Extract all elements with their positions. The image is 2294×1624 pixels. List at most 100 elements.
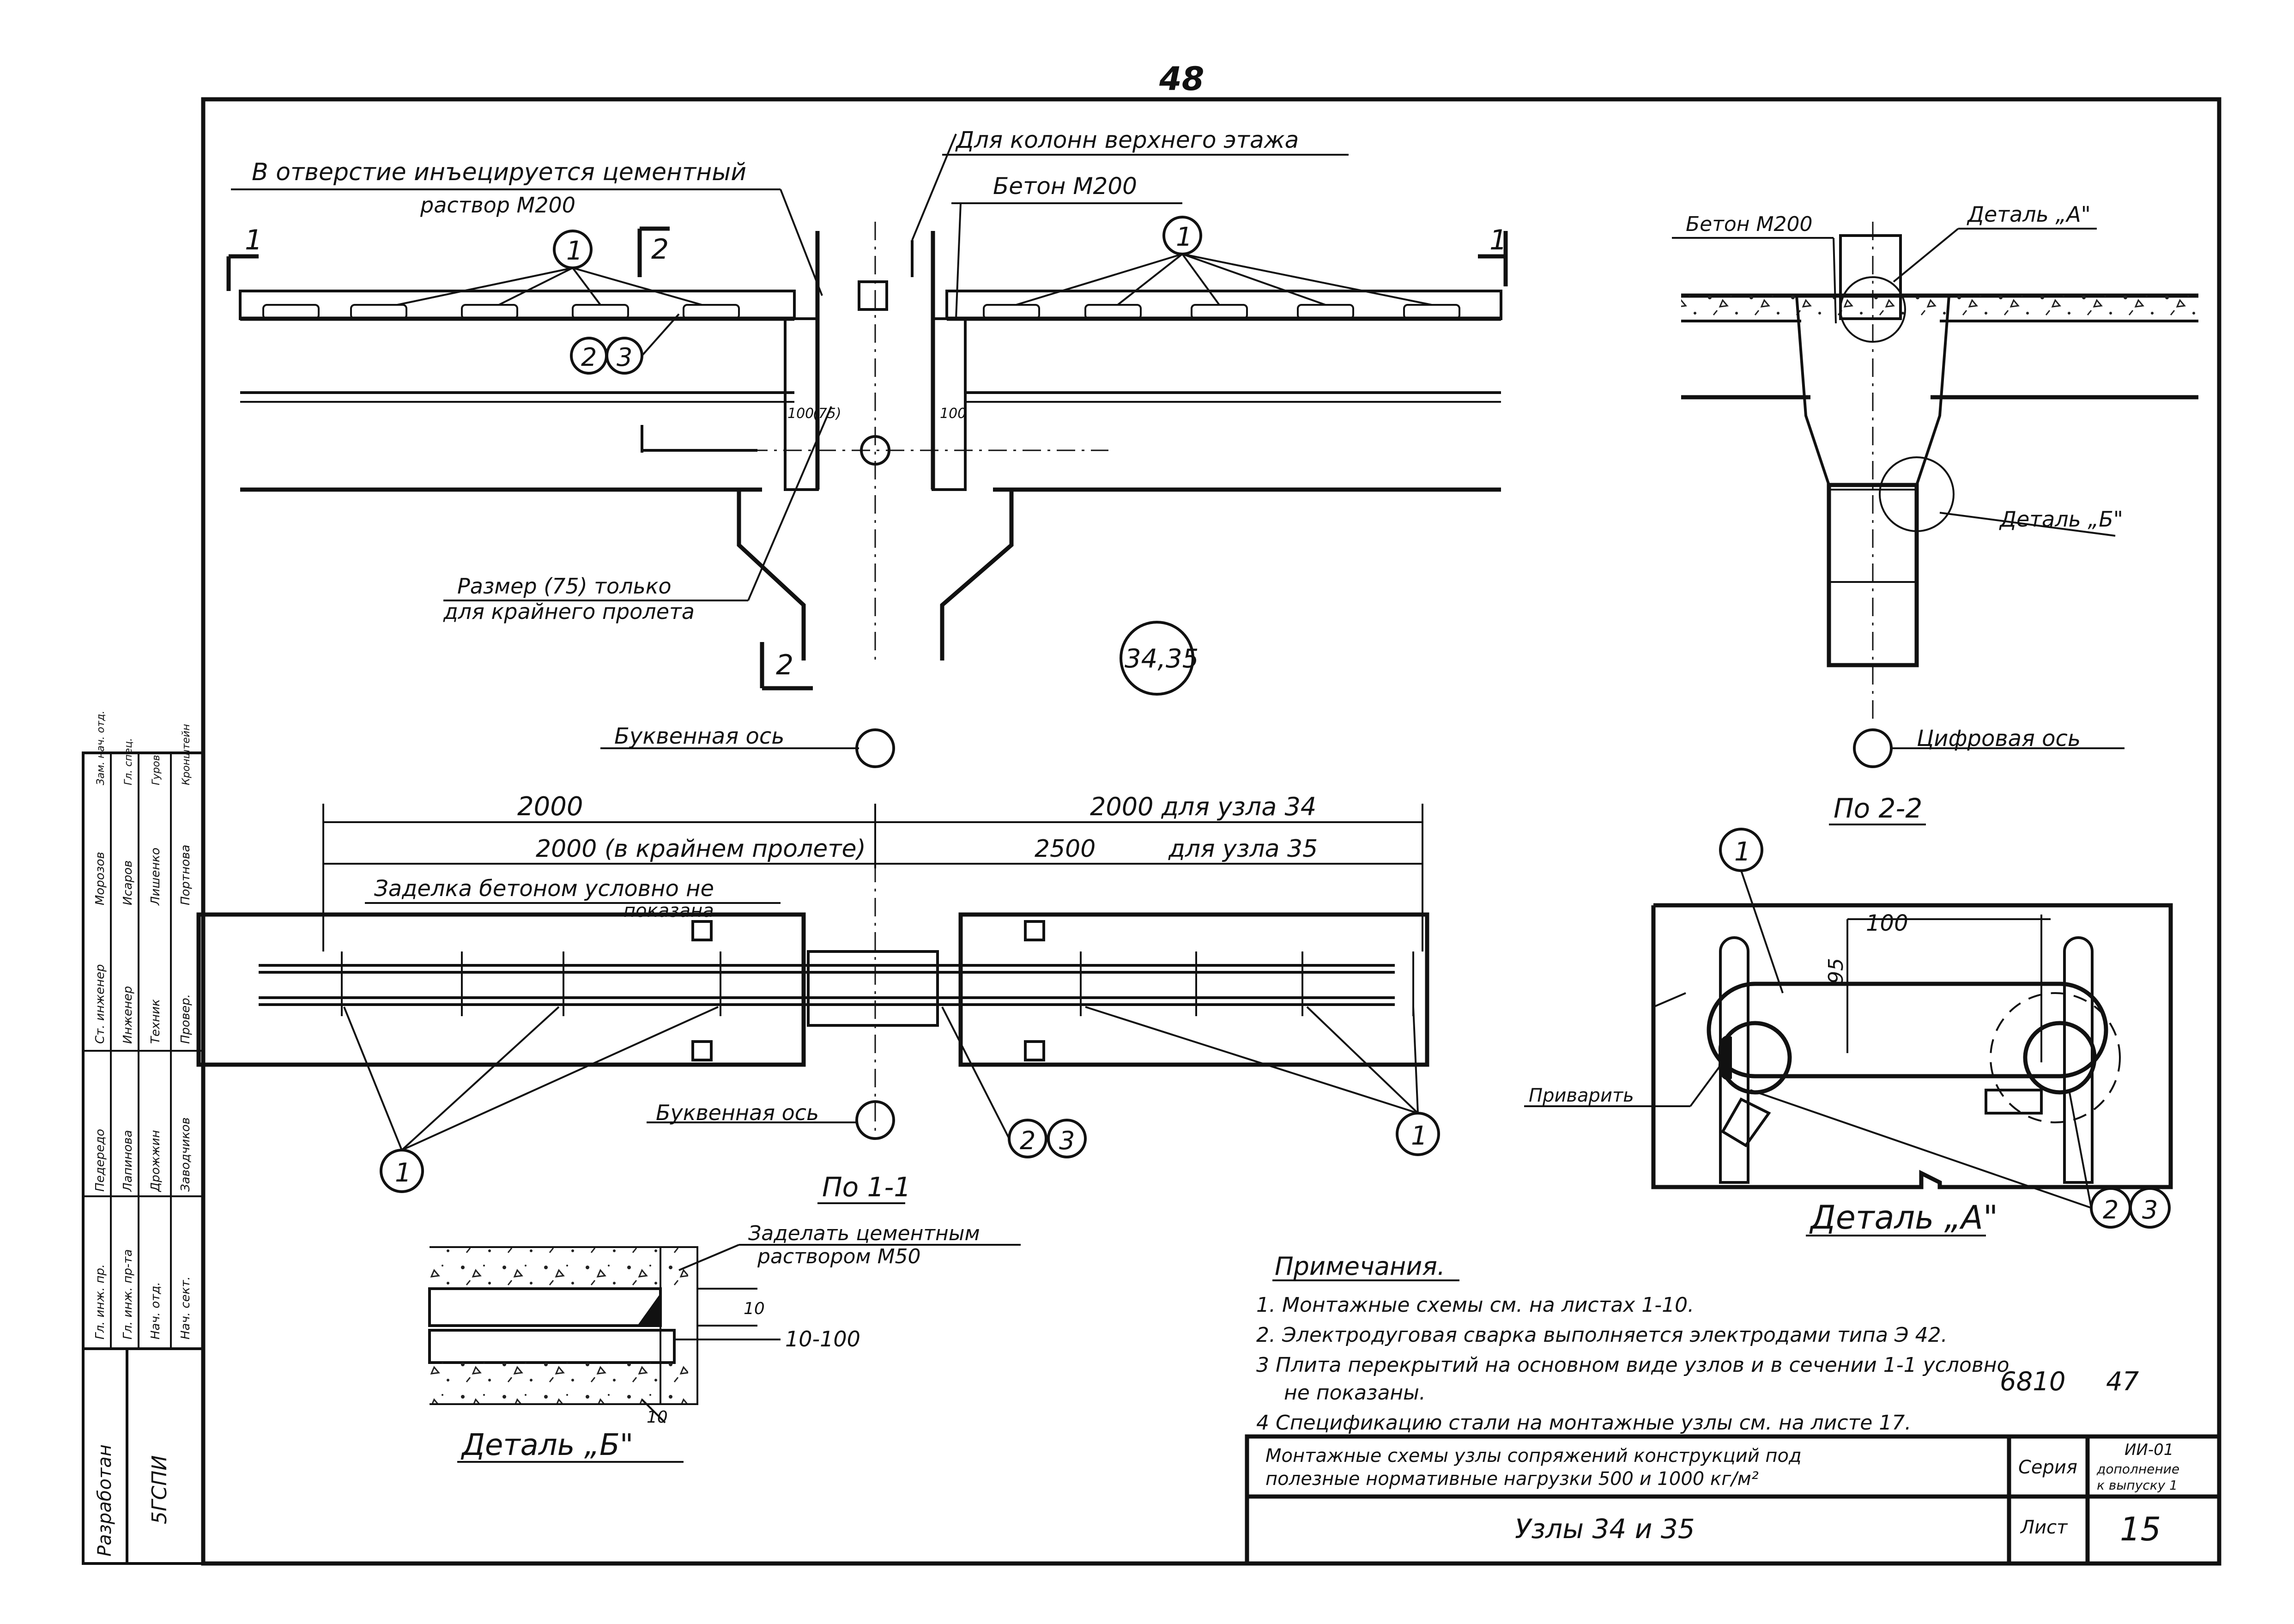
title-description-line1: Монтажные схемы узлы сопряжений конструк… (1265, 1445, 1802, 1466)
concrete-leader (955, 203, 962, 319)
notes-title: Примечания. (1275, 1252, 1445, 1281)
concrete-label-elevation: Бетон М200 (993, 173, 1137, 200)
detail-b-bubble (1879, 456, 1955, 532)
callout-1-left-label: 1 (566, 236, 583, 266)
title-series-value-1: ИИ-01 (2125, 1441, 2173, 1459)
detail-a-weld-label: Приварить (1529, 1085, 1634, 1106)
detail-b-view: Заделать цементным раствором М50 10 10-1… (428, 1222, 1021, 1463)
column-outline (737, 231, 1014, 661)
plan-dim-bottom-right: для узла 35 (1168, 835, 1318, 863)
detail-a-bar-loop (1707, 982, 2108, 1079)
title-sheet-label: Лист (2020, 1517, 2068, 1538)
stamp-name-3: Дрожжин (149, 1130, 163, 1192)
callout-1-right-label: 1 (1176, 222, 1192, 252)
letter-axis-bubble-elevation (855, 728, 895, 768)
section-mark-1-right (1478, 231, 1508, 286)
detail-a-bar-right (2023, 1021, 2097, 1095)
plan-grout-note-line1: Заделка бетоном условно не (374, 876, 714, 902)
detail-a-weld (1718, 1035, 1732, 1080)
injection-note-line1: В отверстие инъецируется цементный (252, 158, 746, 186)
injection-leader (780, 189, 823, 296)
detail-b-plate-upper (428, 1287, 662, 1327)
section-2-2-caption: По 2-2 (1834, 793, 1922, 824)
side-stamp: Разработан 5ГСПИ Гл. инж. пр. Гл. инж. п… (82, 711, 205, 1565)
title-series-label: Серия (2018, 1457, 2077, 1478)
plan-bars (259, 964, 1395, 1006)
title-nodes: Узлы 34 и 35 (1515, 1513, 1695, 1545)
section-2-2-joint-concrete (1795, 294, 1951, 486)
detail-b-grout-line2: раствором М50 (757, 1245, 921, 1268)
plan-letter-axis-label: Буквенная ось (656, 1100, 819, 1125)
notes-item-3: 3 Плита перекрытий на основном виде узло… (1256, 1353, 2010, 1377)
stamp-developed-by: Разработан (94, 1444, 115, 1557)
right-beam-end (932, 317, 967, 491)
size-note-line1: Размер (75) только (457, 574, 672, 599)
detail-a-dim-95: 95 (1824, 958, 1848, 984)
detail-b-dim-10-100: 10-100 (785, 1327, 860, 1351)
stamp-name-4: Заводчиков (179, 1117, 193, 1192)
stamp-role-8: Провер. (179, 994, 193, 1044)
page-number: 48 (1159, 60, 1204, 98)
dim-100-left: 100 (787, 406, 814, 422)
break-mark-left (641, 425, 757, 453)
plan-dim-top-right: 2000 для узла 34 (1090, 792, 1316, 821)
section-mark-2-bottom-label: 2 (776, 649, 793, 681)
plan-dimension-lines (322, 804, 1423, 951)
section-mark-1-left-label: 1 (245, 224, 262, 256)
plan-callout-1-left-leaders (343, 1006, 719, 1151)
plan-joint-grout (807, 950, 939, 1027)
plan-stirrups (341, 951, 1414, 1016)
stamp-role-7: Техник (149, 999, 163, 1044)
stamp-role-4: Нач. сект. (179, 1276, 193, 1339)
section-mark-2-top-label: 2 (651, 233, 669, 266)
stamp-name-10: Кронштейн (181, 724, 192, 785)
plan-grout-note-line2: показана (623, 900, 714, 921)
plan-callout-1-right-leaders (1085, 1006, 1419, 1114)
plan-callout-1-left-label: 1 (395, 1158, 412, 1188)
size-note-leader (747, 406, 832, 601)
column-plate (858, 280, 888, 311)
detail-b-dim-10b: 10 (647, 1408, 668, 1427)
notes-ref-number: 6810 (2000, 1367, 2066, 1397)
plan-letter-axis-bubble (855, 1100, 895, 1140)
detail-b-grout-line1: Заделать цементным (748, 1222, 980, 1245)
left-beam-end (784, 317, 819, 491)
title-series-value-2: дополнение (2096, 1461, 2179, 1477)
title-description-line2: полезные нормативные нагрузки 500 и 1000… (1265, 1468, 1759, 1490)
section-mark-2-bottom (760, 642, 813, 691)
stamp-role-6: Инженер (121, 986, 135, 1044)
detail-a-view: 100 95 1 Приварить 2 3 Деталь „А" (1524, 828, 2173, 1236)
section-mark-2-top (637, 226, 670, 277)
plan-callout-3-label: 3 (1059, 1126, 1075, 1155)
node-symbol-label: 34,35 (1125, 644, 1198, 674)
section-2-2-detail-a-label: Деталь „А" (1967, 202, 2091, 227)
column-note: Для колонн верхнего этажа (955, 127, 1299, 153)
stamp-role-5: Ст. инженер (93, 964, 107, 1044)
section-2-2-detail-b-label: Деталь „Б" (1999, 507, 2123, 532)
stamp-role-2: Гл. инж. пр-та (121, 1249, 135, 1339)
notes-item-1: 1. Монтажные схемы см. на листах 1-10. (1256, 1293, 1694, 1317)
plan-dim-top-left: 2000 (517, 792, 583, 822)
detail-a-callout-3-label: 3 (2142, 1195, 2158, 1224)
stamp-name-9: Гуров (151, 755, 162, 785)
notes-item-2: 2. Электродуговая сварка выполняется эле… (1256, 1323, 1948, 1347)
callout-2-elevation-label: 2 (581, 343, 597, 372)
elevation-view: 1 2 2 1 В отверстие инъецируется цементн… (226, 127, 1508, 768)
detail-b-dim-10: 10 (744, 1299, 765, 1318)
stamp-name-6: Исаров (121, 860, 135, 905)
title-series-value-3: к выпуску 1 (2097, 1478, 2178, 1493)
dim-75: (75) (813, 406, 841, 422)
plan-callout-1-right-label: 1 (1411, 1121, 1428, 1151)
plan-1-1-view: 2000 2000 для узла 34 2000 (в крайнем пр… (196, 792, 1440, 1204)
node-symbol (1120, 621, 1194, 696)
section-2-2-concrete-label: Бетон М200 (1686, 212, 1813, 236)
stamp-role-3: Нач. отд. (149, 1282, 163, 1339)
section-mark-1-right-label: 1 (1489, 224, 1507, 256)
detail-a-caption: Деталь „А" (1809, 1199, 1998, 1236)
stamp-name-5: Морозов (93, 852, 107, 905)
detail-b-caption: Деталь „Б" (460, 1428, 633, 1462)
stamp-name-8: Портнова (179, 845, 193, 905)
detail-a-dim-100: 100 (1866, 910, 1908, 936)
section-mark-1-left (226, 254, 259, 291)
